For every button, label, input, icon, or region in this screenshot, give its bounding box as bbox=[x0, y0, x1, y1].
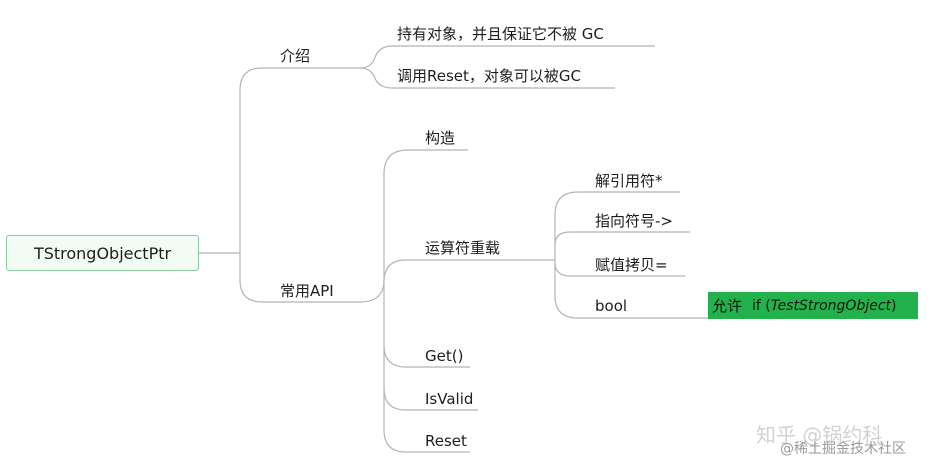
api-construct: 构造 bbox=[425, 129, 456, 147]
bool-note-badge: 允许 if ( TestStrongObject ) bbox=[708, 292, 918, 319]
root-node: TStrongObjectPtr bbox=[6, 235, 199, 271]
intro-node: 介绍 bbox=[280, 47, 311, 65]
api-node: 常用API bbox=[280, 282, 334, 300]
link-intro-2 bbox=[359, 67, 615, 89]
bool-note-prefix: 允许 bbox=[712, 297, 743, 315]
link-isvalid bbox=[383, 387, 478, 411]
link-intro bbox=[239, 67, 360, 253]
link-arrow bbox=[554, 231, 690, 246]
api-reset: Reset bbox=[425, 432, 467, 450]
bool-note-suffix: ) bbox=[891, 297, 897, 314]
link-construct bbox=[383, 149, 468, 175]
bool-note-code: TestStrongObject bbox=[770, 297, 892, 314]
intro-item-2: 调用Reset，对象可以被GC bbox=[397, 67, 581, 85]
link-get bbox=[383, 344, 470, 368]
operator-assign: 赋值拷贝= bbox=[595, 256, 668, 274]
operator-deref: 解引用符* bbox=[595, 172, 663, 190]
link-intro-1 bbox=[359, 45, 655, 69]
link-operators bbox=[383, 259, 555, 283]
link-api bbox=[239, 253, 360, 303]
link-reset bbox=[383, 429, 470, 453]
api-get: Get() bbox=[425, 347, 464, 365]
watermark-main: 知乎 @锅约科 bbox=[756, 423, 883, 447]
intro-item-1: 持有对象，并且保证它不被 GC bbox=[397, 25, 604, 43]
bool-note-text: if ( bbox=[752, 297, 771, 314]
api-operators: 运算符重载 bbox=[425, 239, 501, 257]
watermark-sub: @稀土掘金技术社区 bbox=[780, 441, 906, 457]
link-api-joint bbox=[359, 279, 385, 303]
api-isvalid: IsValid bbox=[425, 390, 474, 408]
operator-arrow: 指向符号-> bbox=[595, 212, 673, 230]
link-bool bbox=[554, 260, 708, 319]
root-label: TStrongObjectPtr bbox=[33, 243, 172, 263]
link-deref bbox=[554, 191, 680, 260]
operator-bool: bool bbox=[595, 297, 628, 315]
